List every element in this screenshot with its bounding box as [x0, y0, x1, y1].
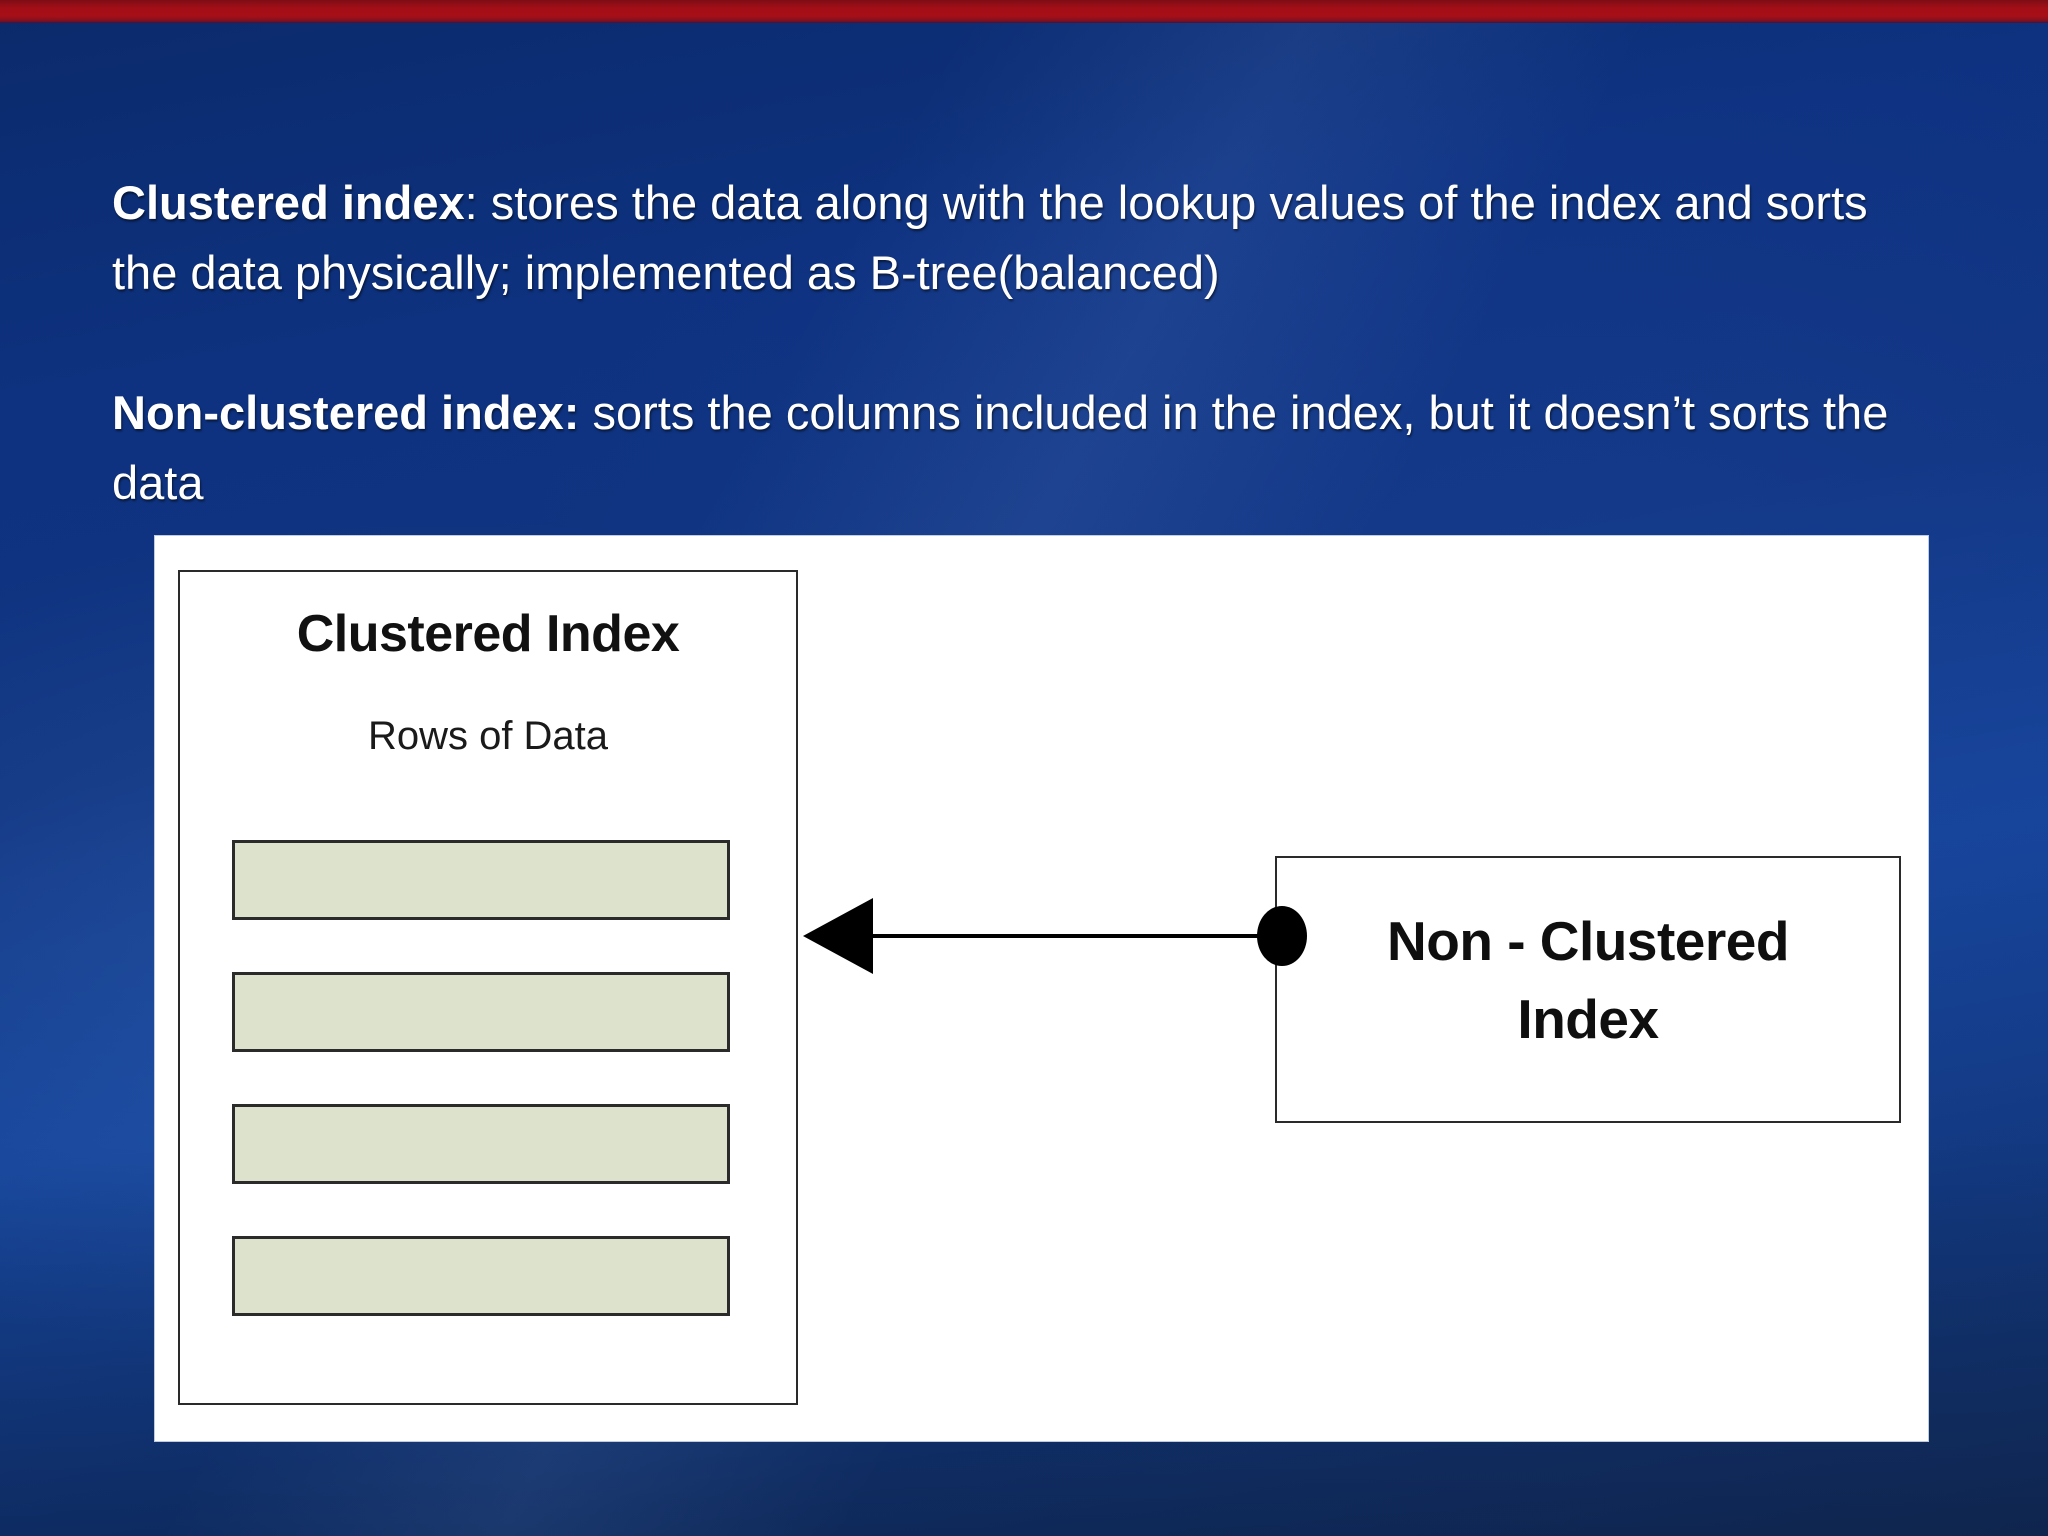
data-row	[232, 840, 730, 920]
nonclustered-index-title-line1: Non - Clustered	[1387, 910, 1789, 972]
paragraph-nonclustered-index-lead: Non-clustered index:	[112, 386, 580, 439]
data-row	[232, 972, 730, 1052]
clustered-index-title: Clustered Index	[296, 605, 680, 663]
paragraph-clustered-index-rest: : stores the data along with the lookup …	[112, 176, 1868, 299]
nonclustered-index-box: Non - Clustered Index	[1275, 856, 1901, 1123]
arrow-line-group	[803, 898, 1307, 974]
data-row	[232, 1236, 730, 1316]
accent-bar-top	[0, 0, 2048, 23]
paragraph-nonclustered-index-rest: sorts the columns included in the index,…	[112, 386, 1889, 509]
data-row	[232, 1104, 730, 1184]
diagram-panel: Clustered Index Rows of Data Non - Clust…	[155, 536, 1928, 1441]
connector-endpoint-dot-icon	[1257, 906, 1307, 966]
paragraph-clustered-index: Clustered index: stores the data along w…	[112, 168, 1912, 308]
clustered-index-subtitle: Rows of Data	[367, 714, 609, 758]
paragraph-nonclustered-index: Non-clustered index: sorts the columns i…	[112, 378, 1912, 518]
arrowhead-left-icon	[803, 898, 873, 974]
connector-arrow	[803, 898, 1307, 974]
clustered-index-box: Clustered Index Rows of Data	[178, 570, 798, 1405]
nonclustered-index-title-line2: Index	[1517, 988, 1659, 1050]
data-rows-group	[180, 840, 796, 1380]
slide-body-text: Clustered index: stores the data along w…	[112, 168, 1912, 518]
paragraph-clustered-index-lead: Clustered index	[112, 176, 465, 229]
